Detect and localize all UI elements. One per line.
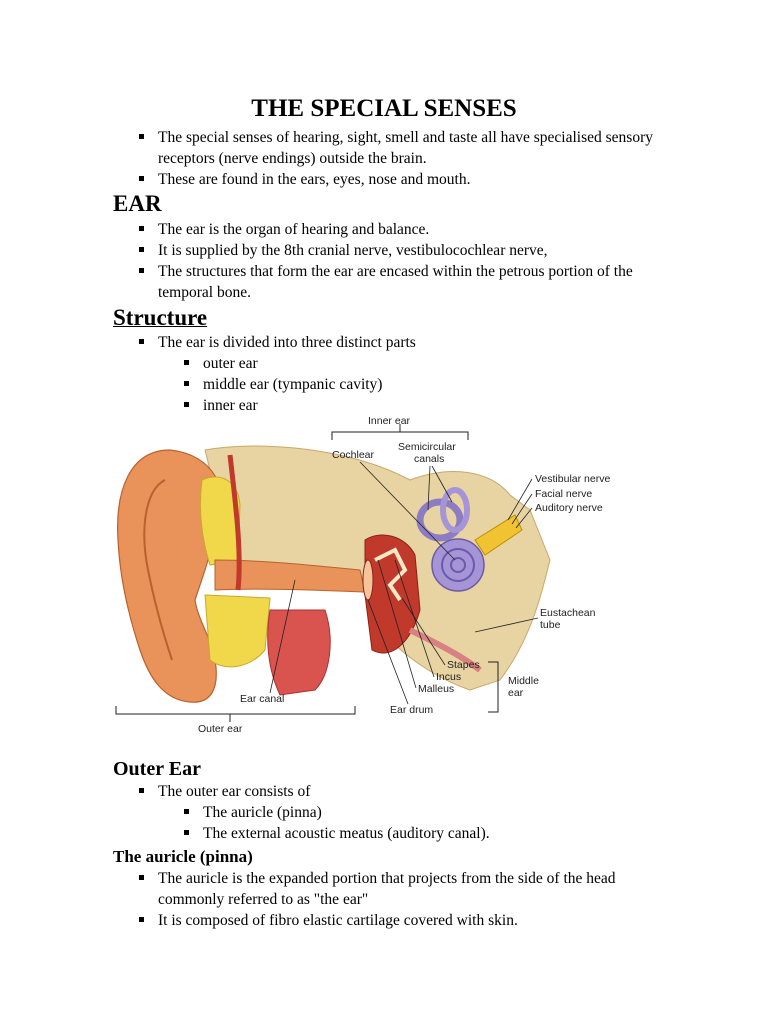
leader-line (507, 478, 533, 521)
leader-line (431, 465, 453, 503)
cochlea-coil (441, 548, 475, 582)
leader-line (515, 507, 533, 529)
leader-line (394, 559, 435, 678)
list-item: The structures that form the ear are enc… (137, 261, 677, 303)
semicircular-canal (416, 498, 464, 542)
blood-vessel (227, 454, 242, 591)
outer-ear-heading: Outer Ear (113, 758, 201, 780)
label-stapes: Stapes (447, 659, 480, 671)
label-incus: Incus (436, 671, 461, 683)
auricle-heading: The auricle (pinna) (113, 847, 253, 866)
structure-heading: Structure (113, 305, 208, 330)
label-inner-ear: Inner ear (368, 415, 411, 427)
fat-tissue-lower (204, 594, 271, 668)
list-item: The ear is the organ of hearing and bala… (137, 219, 677, 240)
list-item: The ear is divided into three distinct p… (137, 332, 677, 353)
list-item: middle ear (tympanic cavity) (182, 374, 682, 395)
ear-drum (362, 559, 374, 601)
leader-line (474, 617, 539, 633)
label-ear-canal: Ear canal (240, 693, 284, 705)
label-ear-drum: Ear drum (390, 704, 433, 716)
middle-ear-cavity (364, 534, 421, 654)
intro-list: The special senses of hearing, sight, sm… (137, 127, 677, 190)
list-item: The special senses of hearing, sight, sm… (137, 127, 677, 169)
list-item: inner ear (182, 395, 682, 416)
label-auditory-nerve: Auditory nerve (535, 502, 603, 514)
list-item: The external acoustic meatus (auditory c… (182, 823, 682, 844)
list-item: The auricle (pinna) (182, 802, 682, 823)
label-semicircular: Semicircular (398, 441, 456, 453)
pinna-fold (143, 479, 173, 661)
ossicles (374, 547, 408, 602)
structure-parts-list: outer ear middle ear (tympanic cavity) i… (182, 353, 682, 416)
leader-line (367, 599, 409, 705)
label-canals: canals (414, 453, 444, 465)
leader-line (269, 579, 296, 694)
label-tube: tube (540, 619, 561, 631)
outer-ear-bracket (115, 706, 356, 715)
leader-line (401, 597, 446, 666)
ear-list: The ear is the organ of hearing and bala… (137, 219, 677, 303)
label-ear: ear (508, 687, 524, 699)
label-outer-ear: Outer ear (198, 723, 243, 735)
leader-line (511, 493, 533, 525)
cochlea (431, 538, 485, 592)
cochlea-coil (450, 557, 466, 573)
muscle (267, 609, 331, 696)
auricle-list: The auricle is the expanded portion that… (137, 868, 677, 931)
list-item: These are found in the ears, eyes, nose … (137, 169, 677, 190)
label-malleus: Malleus (418, 683, 454, 695)
nerve-bundle (474, 514, 523, 556)
ear-anatomy-diagram: Inner ear Cochlear Semicircular canals V… (115, 415, 610, 735)
structure-list: The ear is divided into three distinct p… (137, 332, 677, 353)
label-eustachean: Eustachean (540, 607, 596, 619)
list-item: The outer ear consists of (137, 781, 677, 802)
outer-ear-list: The outer ear consists of (137, 781, 677, 802)
label-middle: Middle (508, 675, 539, 687)
list-item: It is composed of fibro elastic cartilag… (137, 910, 677, 931)
outer-ear-parts-list: The auricle (pinna) The external acousti… (182, 802, 682, 844)
inner-ear-bracket (331, 431, 469, 440)
semicircular-canal (440, 487, 470, 533)
label-facial-nerve: Facial nerve (535, 488, 592, 500)
leader-line (359, 461, 456, 561)
leader-line (377, 559, 417, 689)
leader-line (427, 465, 431, 511)
list-item: It is supplied by the 8th cranial nerve,… (137, 240, 677, 261)
ear-heading: EAR (113, 191, 162, 216)
list-item: outer ear (182, 353, 682, 374)
label-vestibular-nerve: Vestibular nerve (535, 473, 610, 485)
middle-ear-bracket (488, 661, 499, 713)
page-title: THE SPECIAL SENSES (251, 95, 517, 122)
eustachian-tube (408, 627, 482, 673)
list-item: The auricle is the expanded portion that… (137, 868, 677, 910)
label-cochlear: Cochlear (332, 449, 375, 461)
